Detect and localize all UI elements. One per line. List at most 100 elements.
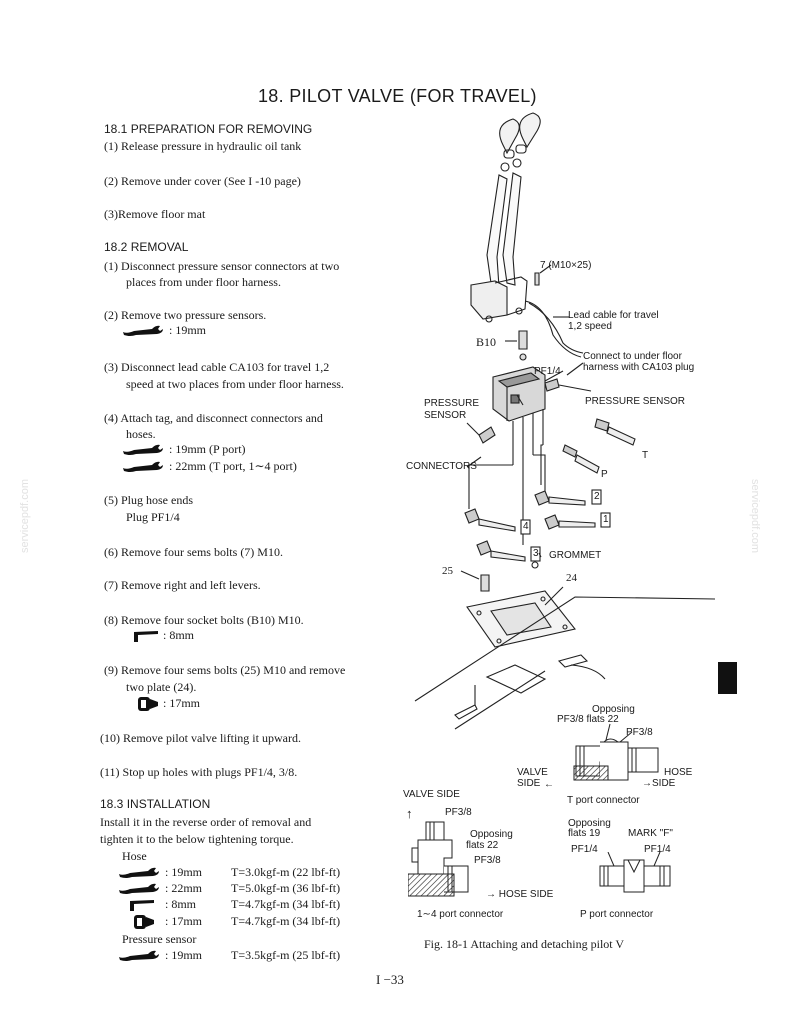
- pport-pf14-right: PF1/4: [644, 844, 671, 855]
- removal-step-5b: Plug PF1/4: [126, 510, 180, 524]
- tport-hose-side-1: HOSE: [664, 767, 693, 778]
- tport-pf38: PF3/8: [626, 727, 653, 738]
- tport-opposing-1: Opposing: [592, 704, 635, 715]
- label-grommet: GROMMET: [549, 550, 602, 561]
- port14-hose-side: → HOSE SIDE: [486, 889, 554, 900]
- socket-icon: [134, 915, 154, 929]
- figure-caption: Fig. 18-1 Attaching and detaching pilot …: [424, 937, 625, 951]
- page-number: I −33: [376, 972, 404, 987]
- install-line-1: Install it in the reverse order of remov…: [100, 815, 312, 829]
- label-p-hose: P: [601, 469, 608, 480]
- port14-valve-side: VALVE SIDE: [403, 789, 460, 800]
- p-port-connector-diagram: [599, 852, 671, 893]
- install-line-2: tighten it to the below tightening torqu…: [100, 832, 294, 846]
- removal-step-1a: (1) Disconnect pressure sensor connector…: [104, 259, 340, 273]
- tport-caption: T port connector: [567, 795, 640, 806]
- removal-step-4b: hoses.: [126, 427, 156, 441]
- wrench-icon: [123, 462, 163, 473]
- label-lead-cable-2: 1,2 speed: [568, 321, 612, 332]
- removal-step-2: (2) Remove two pressure sensors.: [104, 308, 267, 322]
- tool-spec-step9: : 17mm: [136, 695, 200, 713]
- hex-key-icon: [130, 900, 154, 912]
- removal-step-6: (6) Remove four sems bolts (7) M10.: [104, 545, 283, 559]
- label-pressure-sensor-right: PRESSURE SENSOR: [585, 396, 686, 407]
- label-connect-2: harness with CA103 plug: [583, 362, 695, 373]
- removal-step-8: (8) Remove four socket bolts (B10) M10.: [104, 613, 304, 627]
- removal-step-5a: (5) Plug hose ends: [104, 493, 193, 507]
- arrow-right-icon: →: [486, 889, 496, 900]
- port14-pf38-top: PF3/8: [445, 807, 472, 818]
- label-plate-24: 24: [566, 572, 577, 584]
- label-pressure-left-2: SENSOR: [424, 410, 467, 421]
- wrench-icon: [119, 884, 159, 895]
- label-port-1: 1: [603, 514, 609, 525]
- pport-caption: P port connector: [580, 909, 654, 920]
- port14-pf38-bottom: PF3/8: [474, 855, 501, 866]
- hex-key-icon: [134, 631, 158, 643]
- port14-caption: 1∼4 port connector: [417, 909, 504, 920]
- tport-valve-side-2: SIDE: [517, 778, 541, 789]
- watermark-left: servicepdf.com: [18, 479, 31, 553]
- install-hose-label: Hose: [122, 849, 147, 863]
- label-port-4: 4: [523, 521, 529, 532]
- label-bolt-25: 25: [442, 565, 453, 577]
- tool-spec-step4-p: : 19mm (P port): [122, 442, 246, 458]
- tool-spec-step4-t: : 22mm (T port, 1∼4 port): [122, 459, 297, 475]
- label-bolt-7: 7 (M10×25): [540, 260, 592, 271]
- wrench-icon: [119, 951, 159, 962]
- label-b10: B10: [476, 335, 497, 349]
- removal-step-3a: (3) Disconnect lead cable CA103 for trav…: [104, 360, 330, 374]
- watermark-right: servicepdf.com: [748, 479, 761, 553]
- removal-step-1b: places from under floor harness.: [126, 275, 281, 289]
- section-heading-removal: 18.2 REMOVAL: [104, 240, 189, 254]
- pport-opposing-1: Opposing: [568, 818, 611, 829]
- label-lead-cable-1: Lead cable for travel: [568, 310, 659, 321]
- tport-opposing-2: PF3/8 flats 22: [557, 714, 619, 725]
- prep-step-1: (1) Release pressure in hydraulic oil ta…: [104, 139, 302, 153]
- pport-mark-f: MARK "F": [628, 828, 673, 839]
- tport-arrow-left-icon: ←: [544, 779, 554, 790]
- removal-step-4a: (4) Attach tag, and disconnect connector…: [104, 411, 323, 425]
- section-tab-marker: [718, 662, 737, 694]
- socket-icon: [138, 697, 158, 711]
- tool-spec-step2: : 19mm: [122, 323, 206, 339]
- removal-step-3b: speed at two places from under floor har…: [126, 377, 344, 391]
- tport-hose-side-2: →SIDE: [642, 778, 676, 789]
- pport-pf14-left: PF1/4: [571, 844, 598, 855]
- t-port-connector-diagram: [573, 723, 659, 781]
- wrench-icon: [123, 445, 163, 456]
- removal-step-11: (11) Stop up holes with plugs PF1/4, 3/8…: [100, 765, 298, 779]
- label-port-3: 3: [533, 548, 539, 559]
- label-connectors: CONNECTORS: [406, 461, 477, 472]
- label-pressure-left-1: PRESSURE: [424, 398, 480, 409]
- port14-opposing-1: Opposing: [470, 829, 513, 840]
- port-1-4-connector-diagram: [408, 821, 469, 897]
- port14-up-arrow-icon: ↑: [406, 806, 413, 821]
- removal-step-10: (10) Remove pilot valve lifting it upwar…: [100, 731, 301, 745]
- pilot-valve-exploded-diagram: [414, 112, 716, 730]
- wrench-icon: [123, 326, 163, 337]
- prep-step-3: (3)Remove floor mat: [104, 207, 206, 221]
- removal-step-9b: two plate (24).: [126, 680, 197, 694]
- label-port-2: 2: [594, 491, 600, 502]
- section-heading-preparation: 18.1 PREPARATION FOR REMOVING: [104, 122, 313, 136]
- port14-opposing-2: flats 22: [466, 840, 499, 851]
- page-title: 18. PILOT VALVE (FOR TRAVEL): [258, 86, 537, 106]
- section-heading-installation: 18.3 INSTALLATION: [100, 797, 211, 811]
- wrench-icon: [119, 868, 159, 879]
- prep-step-2: (2) Remove under cover (See I -10 page): [104, 174, 301, 188]
- removal-step-7: (7) Remove right and left levers.: [104, 578, 261, 592]
- tool-spec-step8: : 8mm: [132, 628, 194, 644]
- install-sensor-label: Pressure sensor: [122, 932, 197, 946]
- label-connect-1: Connect to under floor: [583, 351, 682, 362]
- label-t-hose: T: [642, 450, 649, 461]
- arrow-right-icon: →: [642, 778, 652, 789]
- pport-opposing-2: flats 19: [568, 828, 601, 839]
- tport-valve-side-1: VALVE: [517, 767, 548, 778]
- removal-step-9a: (9) Remove four sems bolts (25) M10 and …: [104, 663, 346, 677]
